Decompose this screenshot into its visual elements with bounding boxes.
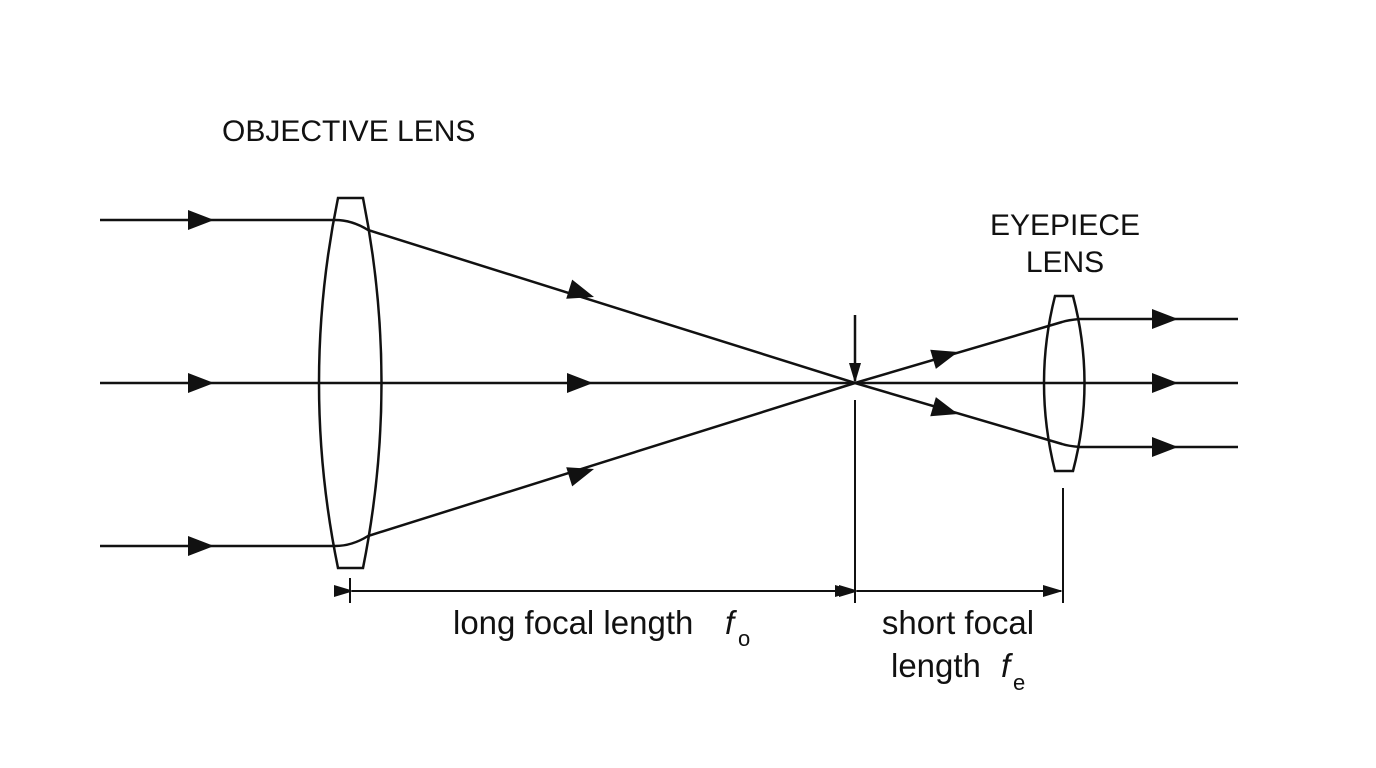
ray-arrowhead-bottom-in bbox=[188, 536, 214, 556]
eyepiece-label-line1: EYEPIECE bbox=[990, 209, 1140, 242]
short-focal-subscript: e bbox=[1013, 670, 1025, 695]
long-focal-text: long focal length bbox=[453, 604, 693, 641]
short-focal-text-line2: length bbox=[891, 647, 981, 684]
eyepiece-label-line2: LENS bbox=[1026, 246, 1104, 279]
ray-arrowhead-lower-out bbox=[1152, 437, 1178, 457]
long-focal-length-label: long focal length f o bbox=[453, 604, 750, 651]
converging-ray-bottom bbox=[334, 381, 856, 548]
ray-arrowhead-upper-diverge bbox=[930, 349, 958, 369]
long-focal-subscript: o bbox=[738, 626, 750, 651]
objective-lens-shape bbox=[317, 196, 383, 570]
ray-arrowhead-lower-diverge bbox=[930, 397, 958, 417]
objective-lens-label: OBJECTIVE LENS bbox=[222, 115, 475, 148]
ray-arrowhead-middle-out bbox=[1152, 373, 1178, 393]
ray-arrowhead-middle-mid bbox=[567, 373, 593, 393]
ray-arrowhead-bottom-converge bbox=[566, 467, 594, 487]
diverging-ray-upper bbox=[854, 317, 1238, 385]
long-focal-symbol: f bbox=[725, 604, 738, 641]
ray-arrowhead-top-in bbox=[188, 210, 214, 230]
diverging-ray-lower bbox=[854, 381, 1238, 449]
short-focal-length-label: short focal length f e bbox=[882, 604, 1034, 695]
converging-ray-top bbox=[334, 218, 856, 385]
eyepiece-lens-shape bbox=[1042, 294, 1086, 473]
ray-arrowhead-middle-in bbox=[188, 373, 214, 393]
short-focal-text-line1: short focal bbox=[882, 604, 1034, 641]
ray-arrowhead-upper-out bbox=[1152, 309, 1178, 329]
ray-arrowhead-top-converge bbox=[566, 279, 594, 299]
